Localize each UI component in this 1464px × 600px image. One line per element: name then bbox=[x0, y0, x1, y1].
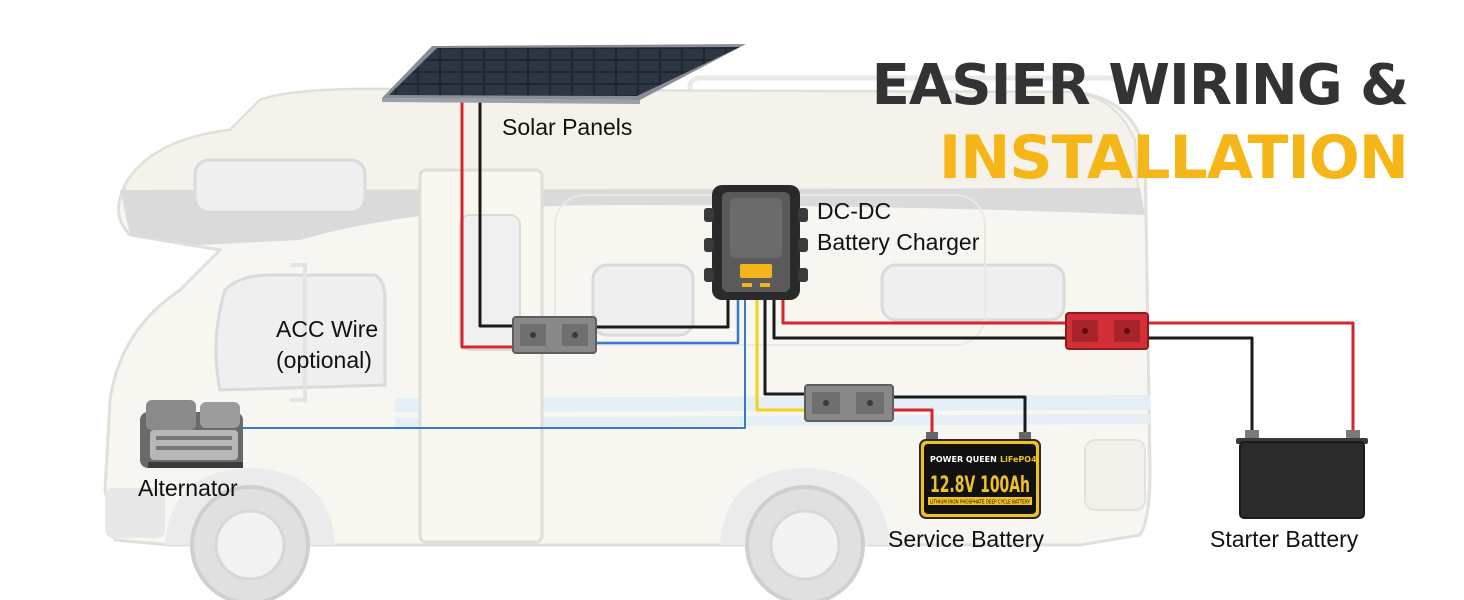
rv-illustration bbox=[103, 75, 1152, 600]
label-starter-battery: Starter Battery bbox=[1210, 526, 1359, 552]
battery-brand: POWER QUEEN bbox=[930, 455, 997, 464]
solar-positive-wire bbox=[460, 100, 513, 349]
label-acc-wire-line2: (optional) bbox=[276, 347, 372, 374]
starter-battery bbox=[1236, 430, 1368, 519]
solar-to-charger-black-wire bbox=[596, 300, 730, 329]
headline-line-2: INSTALLATION bbox=[938, 123, 1409, 193]
battery-rating: 12.8V 100Ah bbox=[930, 473, 1030, 498]
battery-subtitle: LITHIUM IRON PHOSPHATE DEEP CYCLE BATTER… bbox=[930, 500, 1031, 506]
battery-chemistry: LiFePO4 bbox=[1000, 455, 1037, 464]
solar-connector bbox=[512, 316, 597, 354]
service-connector bbox=[804, 384, 894, 422]
label-dc-dc-charger: DC-DC Battery Charger bbox=[817, 196, 979, 258]
label-alternator: Alternator bbox=[138, 475, 238, 501]
label-service-battery: Service Battery bbox=[888, 526, 1044, 552]
label-dc-dc-line2: Battery Charger bbox=[817, 229, 980, 256]
starter-connector bbox=[1065, 312, 1149, 350]
wiring bbox=[238, 100, 1355, 440]
solar-panel bbox=[382, 44, 746, 104]
alternator bbox=[140, 400, 243, 468]
headline-line-1: EASIER WIRING & bbox=[871, 53, 1409, 118]
charger-to-service-black-wire bbox=[763, 300, 805, 396]
starter-positive-wire bbox=[1148, 321, 1355, 435]
charger-to-starter-black-wire bbox=[772, 300, 1066, 340]
service-positive-wire bbox=[893, 408, 934, 440]
label-acc-wire: ACC Wire (optional) bbox=[276, 314, 378, 376]
service-negative-wire bbox=[893, 395, 1027, 440]
service-battery: POWER QUEEN LiFePO4 12.8V 100Ah LITHIUM … bbox=[919, 432, 1041, 519]
ignition-wire bbox=[755, 300, 805, 412]
label-dc-dc-line1: DC-DC bbox=[817, 198, 892, 224]
solar-to-charger-blue-wire bbox=[596, 300, 740, 345]
solar-negative-wire bbox=[478, 100, 513, 328]
starter-negative-wire bbox=[1148, 336, 1254, 435]
charger-display bbox=[740, 264, 772, 278]
label-solar-panels: Solar Panels bbox=[502, 114, 633, 140]
acc-wire bbox=[238, 300, 746, 429]
dc-dc-charger bbox=[704, 185, 808, 300]
label-acc-wire-line1: ACC Wire bbox=[276, 316, 379, 342]
charger-to-starter-red-wire bbox=[781, 300, 1066, 325]
